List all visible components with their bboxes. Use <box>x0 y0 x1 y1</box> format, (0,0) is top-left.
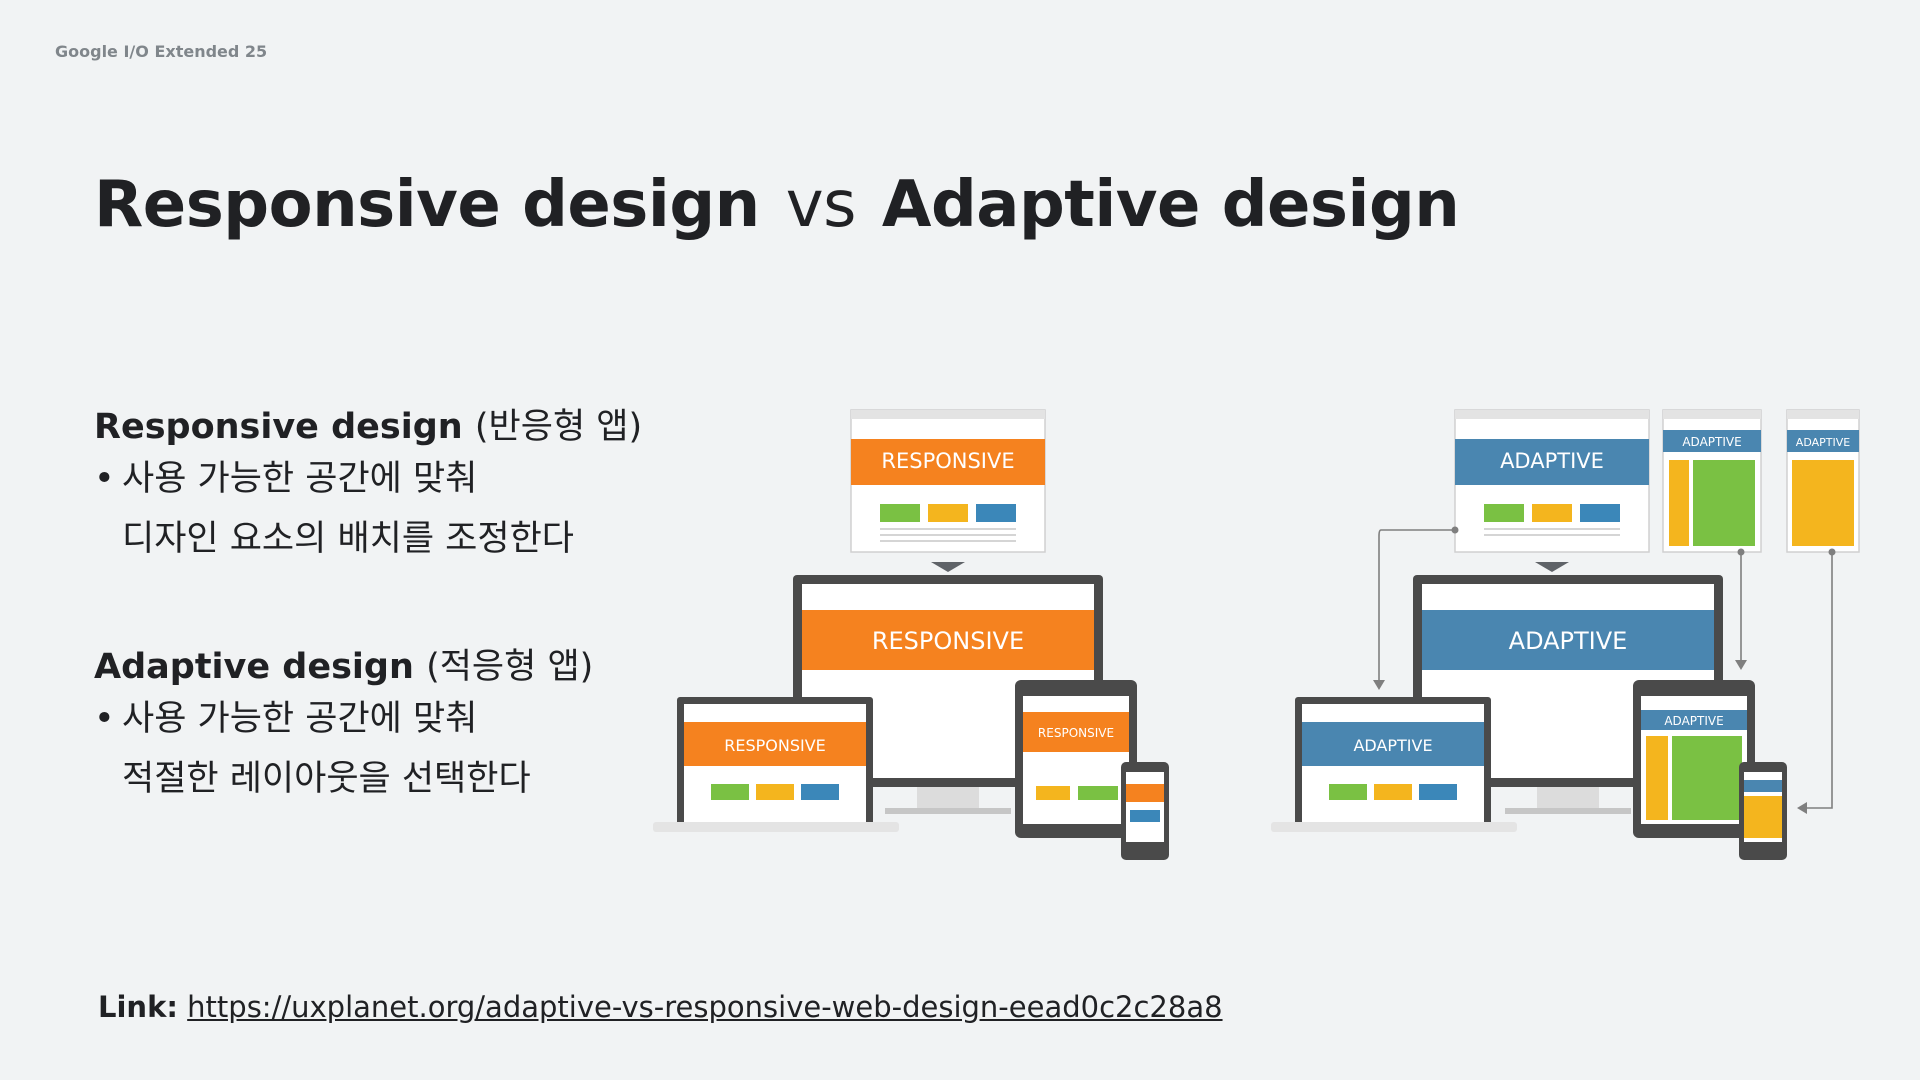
adaptive-tablet-window: ADAPTIVE <box>1662 409 1762 553</box>
connector-arrows <box>1378 529 1833 809</box>
responsive-bullet-line1: 사용 가능한 공간에 맞춰 <box>122 459 478 499</box>
slide-title: Responsive design vs Adaptive design <box>94 168 1460 242</box>
responsive-bullet: •사용 가능한 공간에 맞춰 <box>94 449 642 509</box>
arrow-heads <box>1373 526 1836 814</box>
adaptive-phone-window: ADAPTIVE <box>1786 409 1860 553</box>
adaptive-bullet-line1: 사용 가능한 공간에 맞춰 <box>122 699 478 739</box>
responsive-laptop: RESPONSIVE <box>653 697 899 832</box>
adaptive-tablet-window-label: ADAPTIVE <box>1682 435 1741 449</box>
title-adaptive: Adaptive design <box>881 168 1460 242</box>
responsive-laptop-label: RESPONSIVE <box>724 736 826 755</box>
responsive-browser-label: RESPONSIVE <box>881 449 1014 473</box>
responsive-bullet-line2: 디자인 요소의 배치를 조정한다 <box>122 519 574 559</box>
responsive-section: Responsive design (반응형 앱) •사용 가능한 공간에 맞춰… <box>94 405 642 569</box>
adaptive-phone-window-label: ADAPTIVE <box>1796 436 1850 449</box>
responsive-tablet: RESPONSIVE <box>1015 680 1137 838</box>
down-arrow-icon <box>1535 562 1569 572</box>
responsive-tablet-label: RESPONSIVE <box>1038 726 1114 740</box>
adaptive-heading: Adaptive design (적응형 앱) <box>94 645 593 689</box>
responsive-browser-window: RESPONSIVE <box>850 409 1046 553</box>
adaptive-bullet-line2: 적절한 레이아웃을 선택한다 <box>122 759 531 799</box>
reference-link[interactable]: https://uxplanet.org/adaptive-vs-respons… <box>187 990 1223 1024</box>
adaptive-laptop-label: ADAPTIVE <box>1353 736 1432 755</box>
adaptive-illustration: ADAPTIVE ADAPTIVE ADAPTIVE <box>1271 409 1860 860</box>
adaptive-browser-label: ADAPTIVE <box>1500 449 1604 473</box>
adaptive-tablet-label: ADAPTIVE <box>1664 714 1723 728</box>
adaptive-monitor-label: ADAPTIVE <box>1509 627 1628 655</box>
bullet-dot-icon: • <box>94 699 115 739</box>
adaptive-tablet: ADAPTIVE <box>1633 680 1755 838</box>
title-vs: vs <box>785 168 857 242</box>
responsive-heading-korean: (반응형 앱) <box>474 407 643 447</box>
down-arrow-icon <box>931 562 965 572</box>
title-responsive: Responsive design <box>94 168 760 242</box>
bullet-dot-icon: • <box>94 459 115 499</box>
responsive-monitor-label: RESPONSIVE <box>872 627 1024 655</box>
adaptive-section: Adaptive design (적응형 앱) •사용 가능한 공간에 맞춰 적… <box>94 645 593 809</box>
event-label: Google I/O Extended 25 <box>55 42 268 61</box>
responsive-heading: Responsive design (반응형 앱) <box>94 405 642 449</box>
responsive-phone <box>1121 762 1169 860</box>
adaptive-heading-korean: (적응형 앱) <box>426 647 594 687</box>
responsive-heading-text: Responsive design <box>94 407 463 447</box>
adaptive-browser-window: ADAPTIVE <box>1454 409 1650 553</box>
adaptive-phone <box>1739 762 1787 860</box>
adaptive-bullet: •사용 가능한 공간에 맞춰 <box>94 689 593 749</box>
adaptive-laptop: ADAPTIVE <box>1271 697 1517 832</box>
adaptive-heading-text: Adaptive design <box>94 647 414 687</box>
responsive-illustration: RESPONSIVE RESPONSIVE RESPONSIVE RESPONS… <box>653 409 1169 860</box>
link-label: Link: <box>98 990 178 1024</box>
reference-link-line: Link: https://uxplanet.org/adaptive-vs-r… <box>98 990 1223 1024</box>
